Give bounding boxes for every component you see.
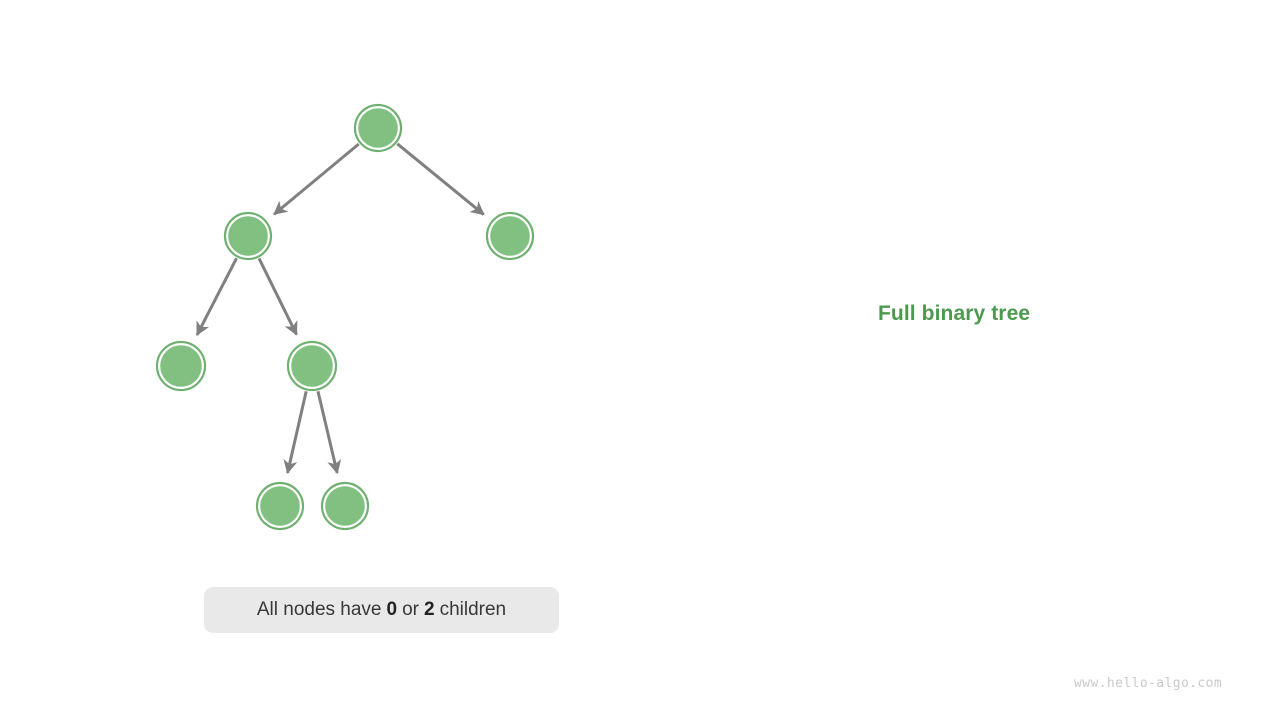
tree-node-gap (289, 343, 335, 389)
tree-node-gap (356, 106, 400, 150)
tree-node-fill (291, 345, 333, 387)
tree-node-ring (223, 211, 273, 261)
tree-node-fill (490, 216, 530, 256)
tree-node-ring (485, 211, 535, 261)
tree-node (320, 481, 370, 531)
tree-node-layer (155, 103, 535, 531)
caption-badge: All nodes have 0 or 2 children (204, 587, 559, 633)
tree-node-fill (260, 486, 300, 526)
tree-edge-layer (195, 142, 485, 475)
tree-node-gap (158, 343, 204, 389)
tree-edge (273, 142, 360, 216)
tree-edge (316, 390, 342, 475)
tree-node-gap (488, 214, 532, 258)
caption-text-part-2: or (402, 599, 419, 620)
tree-node-fill (358, 108, 398, 148)
tree-edge (257, 257, 298, 336)
tree-edge (195, 257, 238, 336)
tree-node (223, 211, 273, 261)
tree-node-ring (155, 340, 207, 392)
tree-node-ring (255, 481, 305, 531)
tree-node-gap (226, 214, 270, 258)
tree-node (353, 103, 403, 153)
tree-node-ring (286, 340, 338, 392)
tree-node-fill (228, 216, 268, 256)
caption-bold-two: 2 (424, 599, 435, 620)
caption-bold-zero: 0 (386, 599, 398, 620)
tree-node (485, 211, 535, 261)
caption-text-part-1: All nodes have (256, 599, 382, 620)
tree-node-fill (160, 345, 202, 387)
tree-edge (396, 142, 485, 216)
tree-node-gap (258, 484, 302, 528)
tree-node-ring (320, 481, 370, 531)
tree-node-fill (325, 486, 365, 526)
tree-node (255, 481, 305, 531)
tree-edge (283, 391, 308, 475)
tree-node (286, 340, 338, 392)
tree-node-ring (353, 103, 403, 153)
site-watermark: www.hello-algo.com (1074, 676, 1223, 691)
caption-text-part-3: children (439, 599, 507, 620)
tree-node (155, 340, 207, 392)
tree-node-gap (323, 484, 367, 528)
diagram-title: Full binary tree (878, 302, 1031, 325)
